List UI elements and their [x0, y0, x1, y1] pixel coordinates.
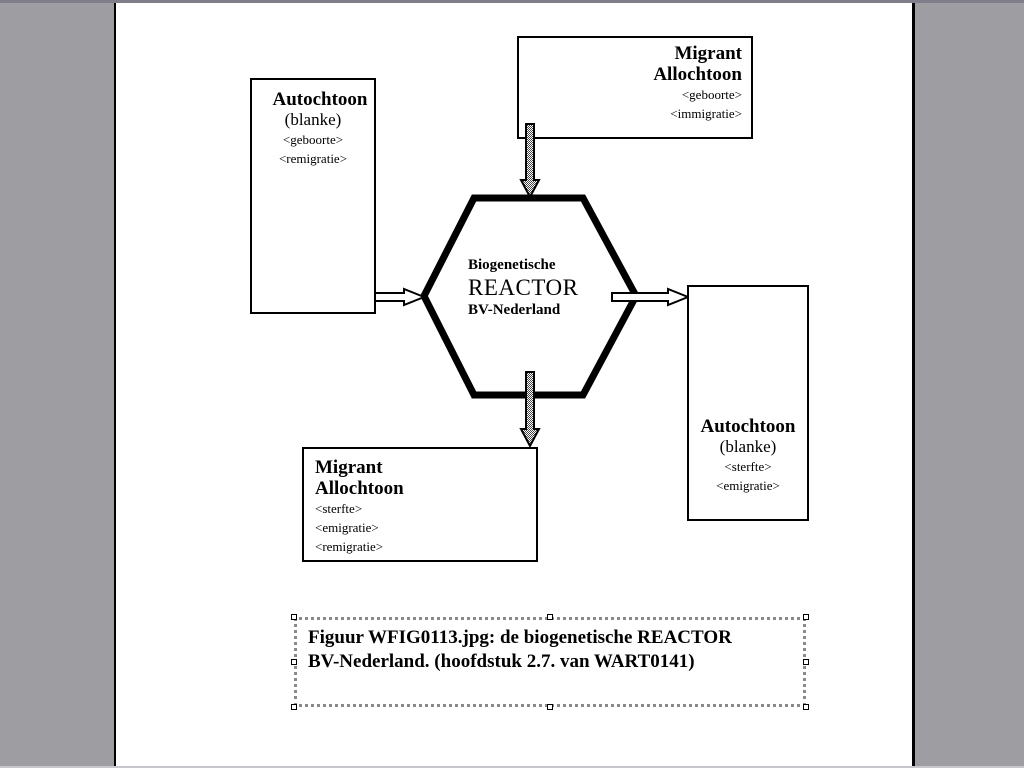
- box-title: Autochtoon: [700, 416, 796, 437]
- box-item: <geboorte>: [282, 132, 344, 147]
- resize-handle-top-right[interactable]: [803, 614, 809, 620]
- migrant-output-box: Migrant Allochtoon <sterfte> <emigratie>…: [302, 447, 538, 562]
- box-title: Allochtoon: [653, 64, 742, 85]
- reactor-line-3: BV-Nederland: [468, 302, 561, 318]
- box-item: <remigratie>: [278, 151, 348, 166]
- autochtoon-input-box: Autochtoon (blanke) <geboorte> <remigrat…: [250, 78, 376, 314]
- caption-line-1: Figuur WFIG0113.jpg: de biogenetische RE…: [308, 627, 732, 648]
- resize-handle-bottom-left[interactable]: [291, 704, 297, 710]
- box-subtitle: (blanke): [719, 437, 777, 456]
- arrow-migrant-in: [519, 123, 541, 200]
- arrow-migrant-out: [519, 371, 541, 449]
- box-item: <immigratie>: [670, 106, 742, 121]
- box-title: Migrant: [674, 43, 742, 64]
- arrow-autochtoon-out: [611, 287, 691, 307]
- reactor-line-2: REACTOR: [468, 275, 579, 300]
- box-title: Allochtoon: [315, 478, 404, 499]
- box-item: <geboorte>: [681, 87, 742, 102]
- box-item: <emigratie>: [716, 478, 780, 493]
- window-top-border: [0, 0, 1024, 3]
- migrant-input-box: Migrant Allochtoon <geboorte> <immigrati…: [517, 36, 753, 139]
- resize-handle-middle-right[interactable]: [803, 659, 809, 665]
- autochtoon-output-box: Autochtoon (blanke) <sterfte> <emigratie…: [687, 285, 809, 521]
- box-subtitle: (blanke): [284, 110, 342, 129]
- caption-line-2: BV-Nederland. (hoofdstuk 2.7. van WART01…: [308, 651, 695, 672]
- resize-handle-bottom-middle[interactable]: [547, 704, 553, 710]
- box-title: Autochtoon: [272, 89, 368, 110]
- box-item: <sterfte>: [315, 501, 363, 516]
- resize-handle-top-left[interactable]: [291, 614, 297, 620]
- figure-caption[interactable]: Figuur WFIG0113.jpg: de biogenetische RE…: [308, 626, 803, 674]
- resize-handle-top-middle[interactable]: [547, 614, 553, 620]
- resize-handle-bottom-right[interactable]: [803, 704, 809, 710]
- box-title: Migrant: [315, 457, 383, 478]
- reactor-label: Biogenetische REACTOR BV-Nederland: [440, 256, 600, 320]
- reactor-line-1: Biogenetische: [468, 257, 556, 273]
- box-item: <emigratie>: [315, 520, 379, 535]
- box-item: <sterfte>: [724, 459, 772, 474]
- window-bottom-border: [0, 766, 1024, 768]
- resize-handle-middle-left[interactable]: [291, 659, 297, 665]
- box-item: <remigratie>: [315, 539, 384, 554]
